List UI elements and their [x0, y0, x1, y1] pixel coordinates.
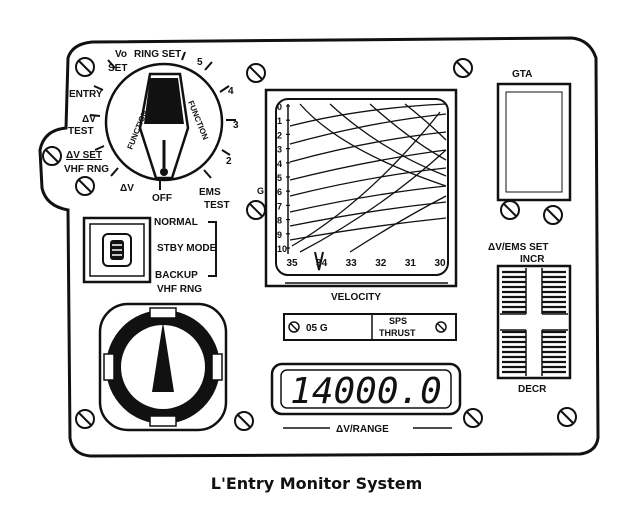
g-tick-label: 7	[277, 201, 282, 211]
velocity-tick-label: 33	[346, 258, 358, 269]
light-05g-label: 05 G	[306, 323, 328, 334]
g-tick-label: 2	[277, 130, 282, 140]
screw-icon	[246, 63, 266, 83]
dv-range-counter	[270, 362, 462, 416]
scroll-curve	[349, 195, 447, 253]
g-tick-label: 3	[277, 145, 282, 155]
standby-backup-label: BACKUP	[155, 270, 198, 281]
scroll-curve	[289, 185, 447, 213]
velocity-tick-label: 34	[316, 258, 328, 269]
screw-icon	[500, 200, 520, 220]
mode-label-4: 4	[228, 86, 234, 97]
screw-icon	[42, 146, 62, 166]
g-velocity-scroll-display	[264, 88, 458, 288]
scroll-curve	[289, 113, 447, 145]
scroll-plot-area	[287, 103, 447, 254]
g-axis-ticks: 0 1 2 3 4 5 6 7 8 9 10	[277, 102, 290, 254]
screw-icon	[463, 408, 483, 428]
velocity-tick-label: 30	[434, 258, 446, 269]
mode-label-dv: ΔV	[82, 114, 96, 125]
standby-stby-mode-label: STBY MODE	[157, 243, 217, 254]
roll-attitude-indicator	[98, 302, 228, 432]
figure-caption: L'Entry Monitor System	[210, 474, 423, 493]
screw-icon	[246, 200, 266, 220]
screw-icon	[288, 321, 300, 333]
panel-outline	[38, 36, 600, 458]
velocity-tick-label: 35	[286, 258, 298, 269]
screw-icon	[75, 57, 95, 77]
scroll-curve	[299, 149, 447, 253]
mode-label-ems: EMS	[199, 187, 221, 198]
standby-vhf-rng-label: VHF RNG	[157, 284, 202, 295]
status-lights-bar	[283, 313, 457, 341]
mode-label-ring-set: RING SET	[134, 49, 181, 60]
velocity-tick-label: 31	[405, 258, 417, 269]
g-tick-label: 10	[277, 244, 287, 254]
panel-screws	[42, 57, 577, 431]
mode-label-off: OFF	[152, 193, 172, 204]
velocity-arrow-icon	[314, 251, 324, 271]
scroll-curve	[289, 201, 447, 227]
scroll-curve	[289, 131, 447, 163]
roll-pointer-icon	[152, 322, 174, 392]
scroll-curve	[329, 103, 447, 177]
gta-label: GTA	[512, 69, 532, 80]
scroll-curve	[404, 103, 447, 141]
mode-label-dv-set: ΔV SET	[66, 150, 102, 161]
g-tick-label: 6	[277, 187, 282, 197]
mode-label-test: TEST	[68, 126, 94, 137]
light-sps-label: SPS	[389, 316, 407, 326]
g-tick-label: 4	[277, 159, 282, 169]
screw-icon	[557, 407, 577, 427]
mode-label-dv-2: ΔV	[120, 183, 134, 194]
gta-window	[496, 82, 572, 202]
scroll-curve	[299, 103, 447, 187]
dv-set-incr: INCR	[520, 254, 545, 265]
velocity-tick-label: 32	[375, 258, 387, 269]
screw-icon	[234, 411, 254, 431]
dv-ems-set-thumbwheel[interactable]	[496, 264, 572, 380]
mode-label-test-2: TEST	[204, 200, 230, 211]
light-thrust-label: THRUST	[379, 328, 416, 338]
mode-label-entry: ENTRY	[69, 89, 103, 100]
g-tick-label: 8	[277, 216, 282, 226]
scroll-curve	[289, 103, 447, 127]
scroll-curve	[289, 167, 447, 197]
velocity-axis-ticks: 35 34 33 32 31 30	[286, 258, 446, 269]
screw-icon	[75, 409, 95, 429]
screw-icon	[453, 58, 473, 78]
standby-normal-label: NORMAL	[154, 217, 198, 228]
velocity-axis-label: VELOCITY	[331, 292, 381, 303]
g-tick-label: 9	[277, 230, 282, 240]
g-axis-label: G	[257, 186, 264, 196]
mode-label-vhf-rng: VHF RNG	[64, 164, 109, 175]
standby-bracket	[208, 221, 217, 277]
screw-icon	[543, 205, 563, 225]
g-tick-label: 1	[277, 116, 282, 126]
standby-toggle-switch[interactable]	[82, 216, 152, 284]
scroll-curve	[289, 217, 447, 241]
g-tick-label: 5	[277, 173, 282, 183]
dv-set-title: ΔV/EMS SET	[488, 242, 549, 253]
screw-icon	[75, 176, 95, 196]
mode-rotary-switch[interactable]	[89, 51, 236, 190]
g-tick-label: 0	[277, 102, 282, 112]
mode-label-5: 5	[197, 57, 203, 68]
mode-label-vo: Vo	[115, 49, 127, 60]
screw-icon	[435, 321, 447, 333]
mode-label-2: 2	[226, 156, 232, 167]
mode-label-3: 3	[233, 120, 239, 131]
dv-set-decr: DECR	[518, 384, 547, 395]
scroll-curve	[291, 111, 441, 247]
counter-value: 14000.0	[290, 371, 442, 412]
mode-label-set: SET	[108, 63, 127, 74]
counter-label: ΔV/RANGE	[336, 424, 389, 435]
scroll-curve	[289, 149, 447, 181]
